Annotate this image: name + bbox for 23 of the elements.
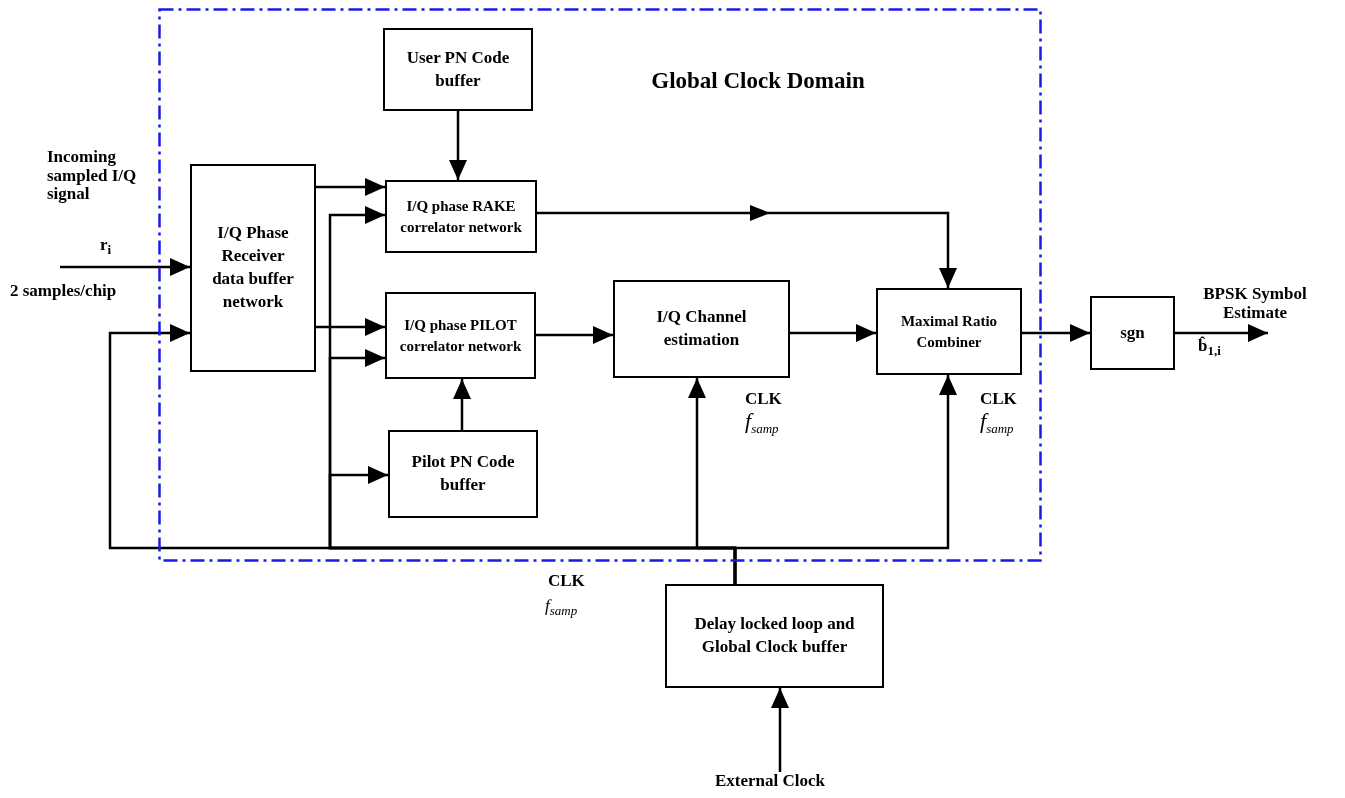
frequency-label: f$_{samp}$	[745, 408, 779, 437]
clock-domain-region	[158, 8, 1042, 562]
region-title: Global Clock Domain	[650, 68, 866, 94]
clock-label: CLK	[980, 390, 1017, 409]
signal-label: f$_{samp}$	[545, 597, 579, 619]
signal-label: 2 samples/chip	[10, 282, 118, 301]
signal-label: Incoming sampled I/Q signal	[47, 148, 137, 205]
process-box: I/Q Phase Receiver data buffer network	[190, 164, 316, 372]
process-box: I/Q phase RAKE correlator network	[385, 180, 537, 253]
process-box: sgn	[1090, 296, 1175, 370]
process-box: User PN Code buffer	[383, 28, 533, 111]
input-label: External Clock	[690, 772, 850, 798]
process-box: I/Q Channel estimation	[613, 280, 790, 378]
output-label: BPSK Symbol Estimate	[1180, 285, 1330, 321]
process-box: Maximal Ratio Combiner	[876, 288, 1022, 375]
clock-label: CLK	[745, 390, 782, 409]
clock-label: b̂$_{1,i}$	[1198, 337, 1221, 359]
process-box: Delay locked loop and Global Clock buffer	[665, 584, 884, 688]
frequency-label: f$_{samp}$	[980, 408, 1014, 437]
signal-label: r$_{i}$	[100, 236, 113, 258]
signal-label: CLK	[548, 572, 586, 591]
process-box: Pilot PN Code buffer	[388, 430, 538, 518]
process-box: I/Q phase PILOT correlator network	[385, 292, 536, 379]
